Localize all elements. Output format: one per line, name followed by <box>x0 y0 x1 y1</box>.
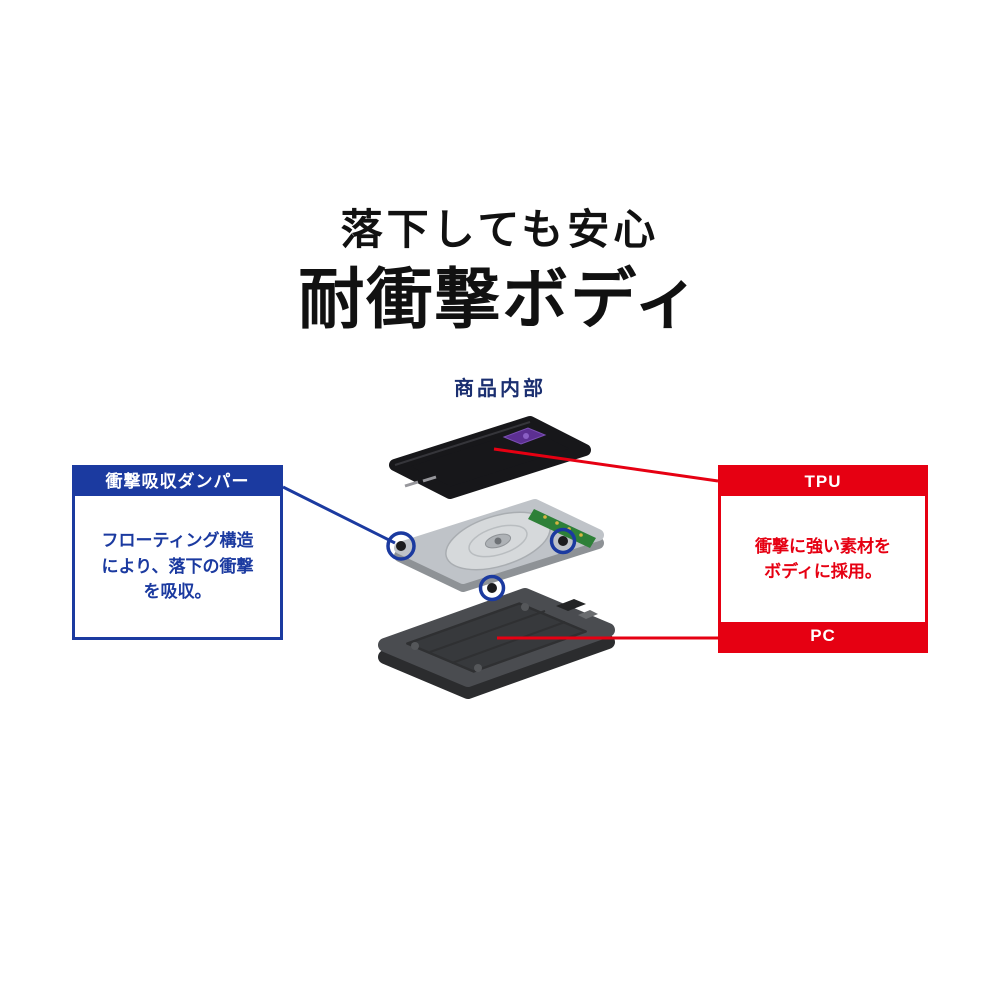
damper-screw-front <box>487 583 497 593</box>
diagram-label: 商品内部 <box>454 378 546 400</box>
headline-main: 耐衝撃ボディ <box>298 262 702 336</box>
headline-sub: 落下しても安心 <box>340 206 660 253</box>
callout-damper-header: 衝撃吸収ダンパー <box>75 468 280 496</box>
callout-pc-footer: PC <box>721 622 925 650</box>
callout-material-body: 衝撃に強い素材を ボディに採用。 <box>755 536 891 582</box>
case-vents <box>404 475 437 488</box>
drive-pcb <box>528 509 596 548</box>
connector-line-tpu <box>493 447 719 483</box>
connector-line-damper <box>282 485 396 545</box>
damper-screw-left <box>396 541 406 551</box>
bottom-case-connector <box>556 599 586 611</box>
drive-platter <box>445 511 551 571</box>
top-case <box>389 416 591 499</box>
callout-tpu-header: TPU <box>721 468 925 496</box>
label-sticker <box>502 427 547 445</box>
callout-damper-body: フローティング構造 により、落下の衝撃 を吸収。 <box>101 531 254 602</box>
callout-material: TPU 衝撃に強い素材を ボディに採用。 PC <box>718 465 928 653</box>
internal-drive <box>394 499 604 593</box>
damper-marker-right <box>549 527 577 555</box>
damper-marker-left <box>386 531 416 561</box>
callout-damper: 衝撃吸収ダンパー フローティング構造 により、落下の衝撃 を吸収。 <box>72 465 283 640</box>
bottom-case <box>378 588 615 699</box>
bottom-case-tray <box>406 602 587 673</box>
damper-marker-front <box>478 574 506 602</box>
damper-screw-right <box>558 536 568 546</box>
spindle-hub <box>494 537 502 545</box>
